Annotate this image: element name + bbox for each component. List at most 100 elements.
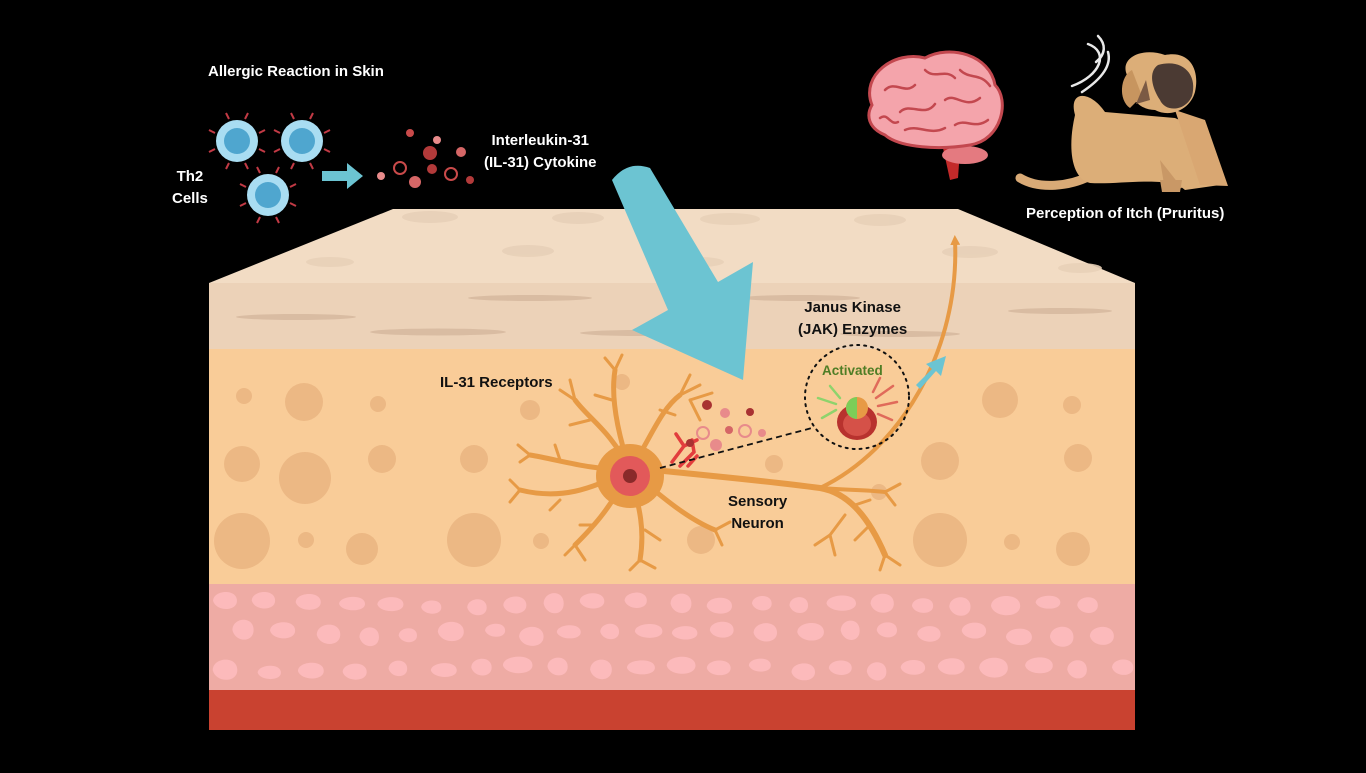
neuron-label-line2: Neuron: [731, 515, 784, 532]
fat-cell: [828, 660, 852, 675]
fat-cell: [706, 597, 732, 614]
skin-cross-section: [209, 209, 1135, 730]
fat-cell: [900, 659, 926, 675]
fat-cell: [1005, 628, 1032, 646]
cytokine-label-line1: Interleukin-31: [491, 132, 590, 149]
neuron-label-line1: Sensory: [728, 493, 788, 510]
cytokine-label: Interleukin-31 (IL-31) Cytokine: [484, 130, 597, 174]
secretion-arrow: [322, 163, 363, 189]
jak-enzyme-icon: [804, 344, 910, 450]
fat-cell: [870, 593, 894, 613]
jak-label-line2: (JAK) Enzymes: [798, 321, 908, 338]
fat-cell: [547, 657, 568, 676]
fat-cell: [257, 665, 281, 680]
il31-cytokine-particles: [377, 129, 474, 188]
fat-cell: [316, 624, 341, 644]
fat-cells: [212, 591, 1134, 681]
fat-cell: [979, 657, 1008, 678]
fat-cell: [295, 593, 321, 610]
neuron-label: Sensory Neuron: [728, 491, 787, 535]
fat-cell: [789, 597, 809, 613]
fat-cell: [251, 591, 276, 609]
fat-cell: [840, 620, 860, 640]
fat-cell: [991, 595, 1021, 616]
fat-cell: [876, 622, 897, 638]
jak-activated-label: Activated: [822, 363, 883, 378]
fat-cell: [666, 656, 696, 674]
fat-cell: [748, 658, 771, 672]
fat-cell: [706, 660, 731, 676]
fat-cell: [917, 626, 941, 642]
fat-cell: [1049, 626, 1074, 647]
fat-cell: [949, 597, 971, 616]
fat-cell: [213, 592, 237, 610]
fat-cell: [502, 656, 533, 674]
fat-cell: [866, 662, 887, 681]
fat-cell: [377, 597, 404, 612]
fat-cell: [556, 625, 581, 639]
fat-cell: [485, 623, 506, 637]
fat-cell: [430, 663, 457, 677]
fat-cell: [579, 593, 605, 609]
fat-cell: [1077, 597, 1098, 613]
jak-label-line1: Janus Kinase: [804, 299, 901, 316]
fat-cell: [670, 593, 692, 614]
fat-cell: [1112, 659, 1134, 675]
fat-cell: [791, 663, 815, 681]
fat-cell: [471, 658, 492, 676]
fat-cell: [1025, 657, 1053, 674]
fat-cell: [753, 623, 778, 642]
diagram-title: Allergic Reaction in Skin: [208, 63, 384, 80]
neuron-icon: [508, 235, 961, 572]
fat-cell: [937, 658, 965, 675]
cytokines-near-neuron: [686, 400, 766, 451]
fat-cell: [437, 621, 464, 642]
th2-cells-label: Th2 Cells: [172, 166, 208, 210]
th2-label-line1: Th2: [176, 168, 204, 185]
fat-cell: [543, 593, 564, 614]
fat-cell: [634, 624, 663, 638]
fat-cell: [519, 626, 544, 646]
fat-cell: [421, 600, 442, 614]
fat-cell: [212, 659, 238, 680]
fat-cell: [671, 626, 698, 640]
fat-cell: [626, 660, 655, 675]
scratching-dog-icon: [1015, 34, 1228, 192]
cytokine-label-line2: (IL-31) Cytokine: [484, 154, 597, 171]
fat-cell: [503, 596, 527, 614]
fat-cell: [624, 592, 647, 608]
fat-cell: [232, 619, 254, 640]
fat-cell: [467, 599, 487, 616]
fat-cell: [270, 622, 296, 639]
fat-cell: [912, 598, 934, 613]
signal-arrow: [916, 356, 946, 389]
fat-cell: [1067, 660, 1087, 679]
fat-cell: [1035, 595, 1061, 609]
fat-cell: [797, 622, 824, 641]
fat-cell: [339, 596, 365, 611]
jak-label: Janus Kinase (JAK) Enzymes: [798, 297, 907, 341]
fat-cell: [297, 662, 324, 679]
fat-cell: [709, 621, 734, 638]
fat-cell: [398, 628, 417, 643]
fat-cell: [961, 622, 987, 639]
zoom-connector: [659, 427, 813, 469]
th2-label-line2: Cells: [172, 190, 208, 207]
muscle-layer: [209, 690, 1135, 730]
fat-cell: [826, 595, 856, 611]
fat-cell: [752, 595, 772, 611]
fat-cell: [600, 623, 620, 640]
fat-cell: [388, 660, 408, 677]
fat-cell: [590, 659, 612, 680]
th2-cell-icon: [208, 112, 331, 224]
cytokine-arrow: [612, 165, 753, 380]
brain-icon: [867, 50, 1004, 180]
fat-cell: [1089, 626, 1114, 645]
receptor-label: IL-31 Receptors: [440, 374, 553, 391]
dermis-texture: [214, 374, 1092, 569]
fat-cell: [359, 627, 379, 647]
fat-cell: [342, 663, 367, 680]
itch-label: Perception of Itch (Pruritus): [1026, 205, 1225, 222]
